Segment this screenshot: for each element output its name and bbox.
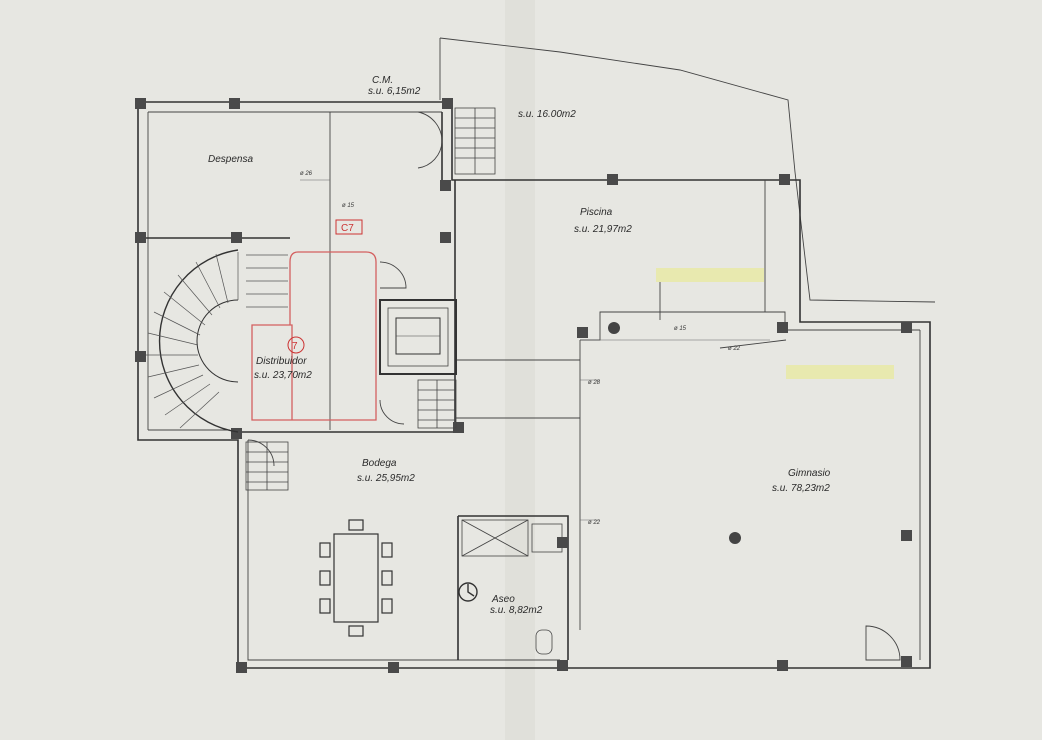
marker-seven-circle	[287, 336, 305, 354]
highlight-note-gimnasio	[786, 365, 894, 379]
exterior-terrace-outline	[439, 37, 936, 303]
marker-c7-label: C7	[341, 223, 354, 234]
red-route-outline	[251, 251, 377, 421]
room-area-aseo: s.u. 8,82m2	[490, 605, 543, 616]
pipe-tag-despensa: ø 26	[300, 171, 313, 177]
dining-table	[319, 519, 393, 637]
door-swing-cm	[417, 111, 443, 169]
area-exterior: s.u. 16.00m2	[518, 109, 576, 120]
room-area-bodega: s.u. 25,95m2	[357, 473, 415, 484]
room-name-piscina: Piscina	[580, 207, 613, 218]
marker-seven-label: 7	[292, 341, 298, 352]
marker-c7-box	[335, 219, 363, 235]
room-name-gimnasio: Gimnasio	[788, 468, 831, 479]
aseo-shower-cross	[461, 519, 529, 557]
leader-lines	[659, 282, 787, 349]
wall-piscina-bottom-left	[455, 359, 580, 419]
room-name-aseo: Aseo	[491, 594, 515, 605]
structural-columns	[135, 98, 912, 673]
room-area-distribuidor: s.u. 23,70m2	[254, 370, 312, 381]
aseo-shower-tray	[461, 519, 529, 557]
aseo-drain-mark	[467, 584, 475, 597]
door-swing-gimnasio	[865, 625, 901, 661]
pipe-tag-gym-left: ø 28	[588, 380, 601, 386]
stairs-elevator	[417, 379, 457, 429]
highlight-note-piscina	[656, 268, 764, 282]
door-swing-distribuidor	[379, 261, 407, 289]
wall-gym-top	[580, 311, 920, 341]
room-area-piscina: s.u. 21,97m2	[574, 224, 632, 235]
spiral-staircase	[146, 249, 288, 433]
elevator-shaft	[379, 299, 457, 375]
door-swing-bodega	[247, 439, 275, 467]
aseo-walls	[457, 515, 569, 660]
pipe-tag-gym-top: ø 22	[728, 346, 741, 352]
room-area-cm: s.u. 6,15m2	[368, 86, 421, 97]
door-swing-distribuidor-lower	[379, 399, 405, 425]
room-area-gimnasio: s.u. 78,23m2	[772, 483, 830, 494]
pipe-tag-piscina: ø 15	[674, 326, 687, 332]
aseo-drain-symbol	[458, 582, 478, 602]
paper-fold-shadow	[505, 0, 535, 740]
stairs-cm	[454, 107, 496, 175]
room-name-distribuidor: Distribuidor	[256, 356, 307, 367]
aseo-toilet	[535, 629, 553, 655]
room-name-cm: C.M.	[372, 75, 393, 86]
inner-wall-left-block	[147, 111, 921, 661]
pipe-tag-gym-lower: ø 22	[588, 520, 601, 526]
room-name-despensa: Despensa	[208, 154, 253, 165]
room-name-bodega: Bodega	[362, 458, 397, 469]
pipe-route-lines	[300, 179, 770, 521]
pipe-tag-c7: ø 15	[342, 203, 355, 209]
stairs-bodega	[245, 441, 289, 491]
outer-wall-left-block	[137, 101, 931, 669]
